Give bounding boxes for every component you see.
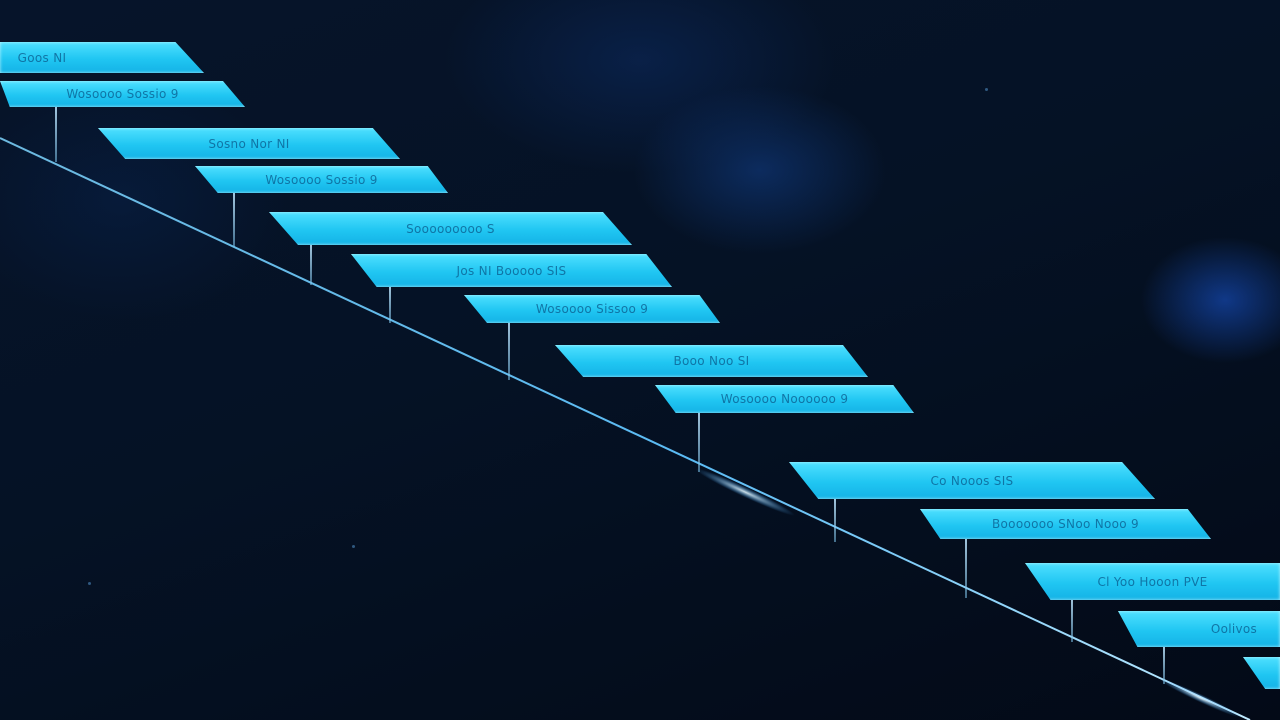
step-panel-label: Wosoooo Sossio 9 — [265, 172, 378, 187]
step-panel-label: Sosno Nor NI — [208, 136, 290, 151]
step-panel-3: Sosno Nor NI — [98, 128, 400, 159]
panel-stem — [310, 244, 312, 285]
step-panel-11: Booooooo SNoo Nooo 9 — [920, 509, 1211, 539]
step-panel-5: Sooooooooo S — [269, 212, 632, 245]
panel-stem — [508, 322, 510, 380]
step-panel-label: Wosoooo Noooooo 9 — [720, 392, 849, 406]
step-panel-2: Wosoooo Sossio 9 — [0, 81, 245, 107]
step-panel-13: Oolivos — [1118, 611, 1280, 647]
panel-stem — [698, 412, 700, 472]
step-panel-7: Wosoooo Sissoo 9 — [464, 295, 720, 323]
step-panel-label: Cl Yoo Hooon PVE — [1097, 574, 1208, 589]
step-panel-label: Jos NI Booooo SIS — [456, 263, 567, 278]
panel-stem — [1071, 598, 1073, 642]
glow-particle — [985, 88, 988, 91]
panel-stem — [834, 498, 836, 542]
step-panel-label: Booo Noo SI — [673, 354, 750, 368]
step-panel-label: Booooooo SNoo Nooo 9 — [992, 517, 1139, 531]
step-panel-label: Oolivos — [1210, 622, 1258, 636]
step-panel-label: Sooooooooo S — [406, 221, 495, 236]
panel-stem — [233, 192, 235, 247]
panel-stem — [55, 106, 57, 162]
step-panel-6: Jos NI Booooo SIS — [351, 254, 672, 287]
panel-stem — [965, 538, 967, 598]
glow-particle — [88, 582, 91, 585]
step-panel-label: Wosoooo Sossio 9 — [66, 87, 179, 101]
step-panel-12: Cl Yoo Hooon PVE — [1025, 563, 1280, 600]
glow-particle — [352, 545, 355, 548]
panel-stem — [389, 286, 391, 323]
step-panel-4: Wosoooo Sossio 9 — [195, 166, 448, 193]
step-panel-10: Co Nooos SIS — [789, 462, 1155, 499]
step-panel-8: Booo Noo SI — [555, 345, 868, 377]
panel-stem — [1163, 646, 1165, 684]
step-panel-1: Goos NI — [0, 42, 204, 73]
step-panel-label: Co Nooos SIS — [930, 473, 1014, 488]
step-panel-9: Wosoooo Noooooo 9 — [655, 385, 914, 413]
step-panel-label: Wosoooo Sissoo 9 — [535, 302, 649, 316]
step-panel-label: Goos NI — [17, 50, 67, 65]
